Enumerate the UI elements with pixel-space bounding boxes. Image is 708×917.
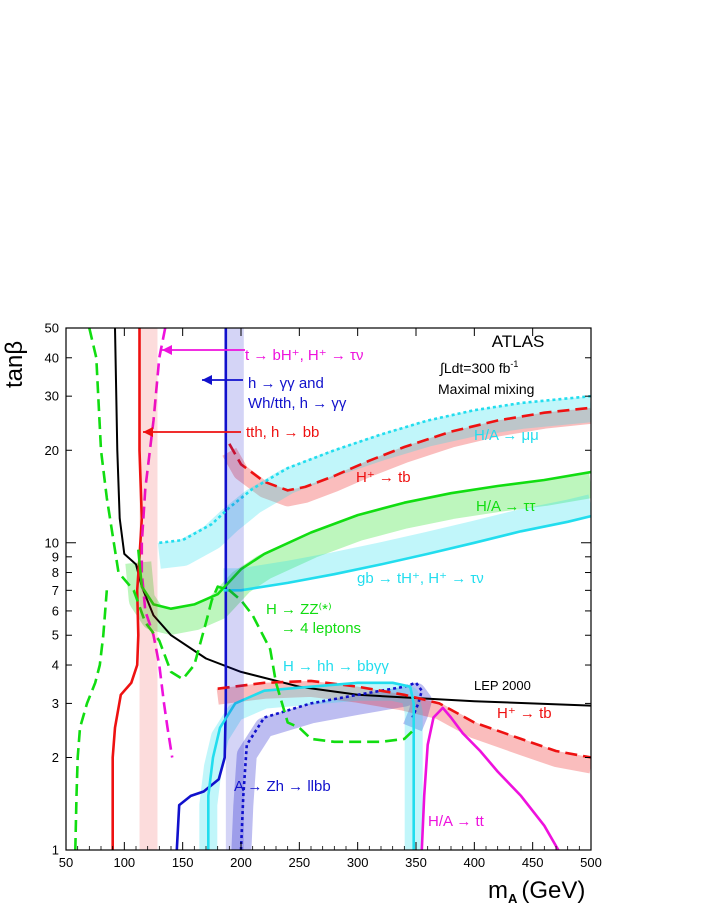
- y-tick-label: 2: [52, 750, 59, 765]
- annotation-lep: LEP 2000: [474, 678, 531, 693]
- annotation-H_tt: H/A → tt: [428, 813, 485, 830]
- annotation-arrowhead-t_bH: [162, 345, 172, 355]
- experiment-label: ATLAS: [492, 332, 545, 351]
- y-tick-label: 7: [52, 583, 59, 598]
- hatch-band-h_gamgam: [225, 328, 244, 850]
- x-tick-label: 400: [463, 855, 485, 870]
- curve-H_hh: [207, 681, 415, 850]
- curve-tautau: [137, 470, 591, 610]
- curve-Hp_tb_low: [217, 679, 591, 759]
- annotation-A_Zh: A → Zh → llbb: [234, 778, 331, 795]
- annotation-H_ZZ_line2: → 4 leptons: [281, 620, 361, 637]
- axis-layer: 50 100 150 200 250 300 350 400 450 500 1 2 3 4 5 6 7 8910…: [45, 321, 602, 871]
- curve-mumu: [159, 394, 591, 545]
- series-layer: [74, 328, 591, 850]
- curve-tth_bb: [111, 328, 144, 850]
- curve-H_ZZ_low: [74, 590, 109, 850]
- y-tick-label: 3: [52, 696, 59, 711]
- hatch-band-Hp_tb_high: [222, 407, 591, 507]
- x-tick-label: 500: [580, 855, 602, 870]
- y-tick-label: 30: [45, 389, 59, 404]
- curve-t_bH: [140, 328, 174, 758]
- x-tick-label: 50: [59, 855, 73, 870]
- y-tick-label: 50: [45, 321, 59, 336]
- annotation-mumu: H/A → μμ: [474, 427, 539, 444]
- y-tick-label: 20: [45, 443, 59, 458]
- y-tick-label: 40: [45, 350, 59, 365]
- hatch-band-tautau: [125, 472, 591, 635]
- x-tick-label: 200: [230, 855, 252, 870]
- curve-lep: [114, 328, 591, 707]
- annotation-gb_tH: gb → tH⁺, H⁺ → τν: [357, 570, 484, 587]
- y-tick-label: 9: [52, 549, 59, 564]
- y-axis-label: tanβ: [1, 341, 28, 388]
- annotation-t_bH: t → bH⁺, H⁺ → τν: [245, 347, 363, 364]
- y-tick-label: 6: [52, 603, 59, 618]
- x-tick-label: 300: [347, 855, 369, 870]
- hatch-band-mumu: [157, 396, 591, 569]
- y-tick-label: 5: [52, 628, 59, 643]
- x-tick-label: 150: [172, 855, 194, 870]
- annotation-H_ZZ_line1: H → ZZ⁽*⁾: [266, 601, 332, 618]
- curve-gb_tH: [223, 514, 591, 592]
- y-tick-label: 8: [52, 565, 59, 580]
- y-tick-label: 1: [52, 843, 59, 858]
- hatch-band-gb_tH: [223, 494, 591, 591]
- annotation-tautau: H/A → ττ: [476, 498, 535, 515]
- annotation-h_gamgam_line2: Wh/tth, h → γγ: [248, 395, 347, 412]
- hatch-band-A_Zh: [231, 682, 432, 850]
- annotation-h_gamgam_line1: h → γγ and: [248, 375, 324, 392]
- x-tick-label: 450: [522, 855, 544, 870]
- annotation-Hp_tb_high: H⁺ → tb: [356, 469, 411, 486]
- x-tick-label: 250: [288, 855, 310, 870]
- annotation-arrowhead-h_gamgam_line1: [202, 375, 212, 385]
- curve-Hp_tb_high: [228, 406, 591, 492]
- plot-frame: [65, 327, 592, 851]
- luminosity-label: ∫Ldt=300 fb-1: [439, 359, 518, 376]
- x-axis-label: mA(GeV): [488, 877, 585, 906]
- y-tick-label: 10: [45, 535, 59, 550]
- annotation-Hp_tb_low: H⁺ → tb: [497, 705, 552, 722]
- curve-h_gamgam: [175, 328, 228, 850]
- y-tick-label: 4: [52, 658, 59, 673]
- x-tick-label: 350: [405, 855, 427, 870]
- annotation-H_hh: H → hh → bbγγ: [283, 658, 389, 675]
- x-tick-label: 100: [113, 855, 135, 870]
- curve-H_tt: [420, 706, 560, 850]
- annotation-arrowhead-tth_bb: [143, 427, 153, 437]
- annotation-tth_bb: tth, h → bb: [246, 424, 319, 441]
- hatch-band-tth_bb: [139, 328, 158, 850]
- scenario-label: Maximal mixing: [438, 381, 534, 397]
- curve-A_Zh: [239, 681, 424, 850]
